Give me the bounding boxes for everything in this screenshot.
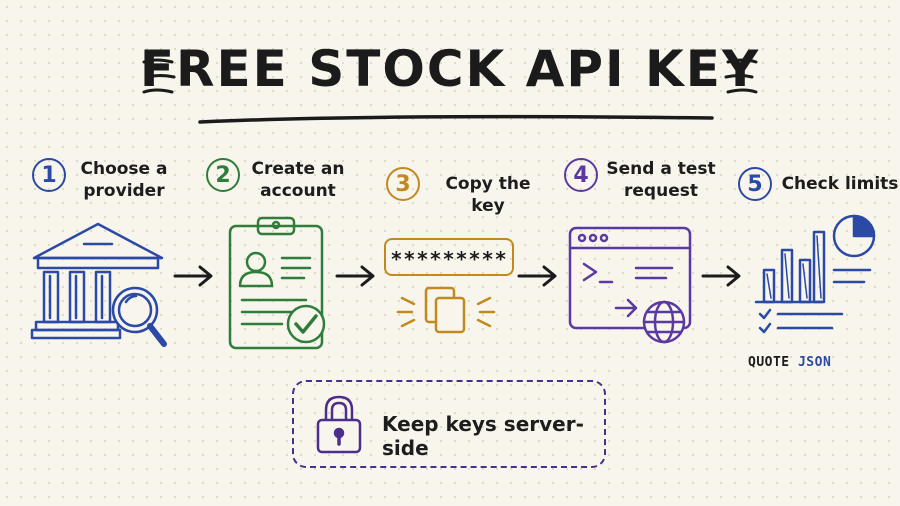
bank-search-icon: [30, 222, 167, 347]
key-field-value: *********: [390, 247, 508, 271]
step-1-label: Choose a provider: [80, 159, 168, 201]
step-1-number: 1: [32, 158, 66, 192]
step-1-heading: 1 Choose a provider: [32, 158, 174, 202]
arrow-4-icon: [701, 265, 741, 287]
copy-icon: [396, 286, 496, 334]
quote-json-label: QUOTE JSON: [748, 355, 831, 370]
arrow-2-icon: [335, 265, 375, 287]
step-5-label: Check limits: [781, 174, 899, 194]
title-decoration-right: [724, 58, 758, 94]
step-4-label: Send a test request: [606, 159, 716, 201]
json-label: JSON: [797, 355, 832, 370]
arrow-3-icon: [517, 265, 557, 287]
bar-chart-pie-icon: [754, 214, 876, 334]
arrow-1-icon: [173, 265, 213, 287]
title-decoration-left: [142, 58, 176, 94]
step-2-number: 2: [206, 158, 240, 192]
padlock-icon: [316, 395, 362, 454]
step-3-number: 3: [386, 167, 420, 201]
step-3-label: Copy the key: [445, 174, 531, 216]
key-field: *********: [384, 238, 514, 276]
step-4-number: 4: [564, 158, 598, 192]
step-5-heading: 5 Check limits: [738, 167, 900, 201]
step-2-heading: 2 Create an account: [206, 158, 348, 202]
terminal-globe-icon: [568, 226, 692, 344]
quote-label: QUOTE: [748, 355, 790, 370]
step-3-heading: 3 Copy the key: [386, 167, 548, 217]
title-underline: [198, 114, 714, 124]
security-callout: Keep keys server-side: [292, 380, 606, 468]
clipboard-user-check-icon: [228, 216, 326, 350]
step-4-heading: 4 Send a test request: [564, 158, 716, 202]
page-title: FREE STOCK API KEY: [139, 40, 761, 98]
step-5-number: 5: [738, 167, 772, 201]
step-2-label: Create an account: [251, 159, 345, 201]
callout-text: Keep keys server-side: [382, 412, 584, 460]
